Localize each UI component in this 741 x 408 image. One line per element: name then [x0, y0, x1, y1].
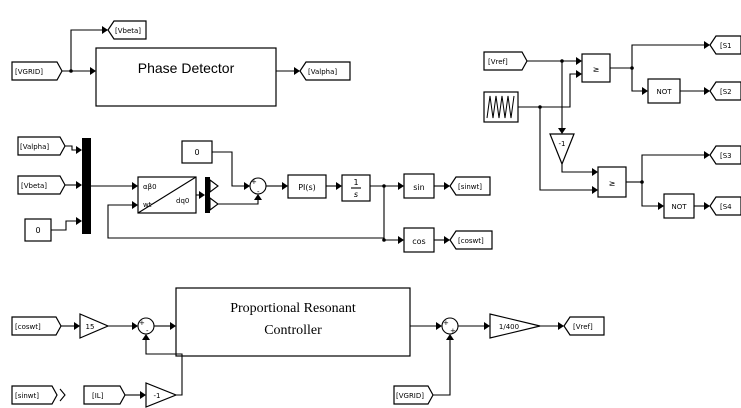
- il-from-label: [IL]: [92, 392, 104, 400]
- valpha-goto-tag[interactable]: [299, 61, 351, 81]
- compare2-label: ≥: [609, 179, 616, 188]
- s1-goto-tag[interactable]: [709, 35, 741, 55]
- sinwt-from-label: [sinwt]: [15, 392, 39, 400]
- vref-from-label: [Vref]: [488, 58, 508, 66]
- pll-sum-plus: +: [251, 178, 257, 186]
- gain-15-label: 15: [86, 323, 95, 331]
- vbeta-from-tag[interactable]: [17, 175, 66, 195]
- integrator-num: 1: [353, 178, 358, 187]
- transform-in-alphabeta: αβ0: [143, 183, 157, 191]
- pll-sum-minus: -: [257, 188, 260, 196]
- vref-goto-label: [Vref]: [573, 323, 593, 331]
- sinwt-from-tag[interactable]: [11, 385, 58, 405]
- valpha-goto-label: [Valpha]: [308, 68, 337, 76]
- coswt-from-tag[interactable]: [11, 316, 62, 336]
- gain-1-400-label: 1/400: [499, 323, 519, 331]
- pll-section: [Valpha] [Vbeta] 0 αβ0 wt dq0 0: [17, 136, 493, 253]
- pr-sum2-plus1: +: [443, 319, 449, 327]
- pr-controller-block[interactable]: [175, 287, 411, 357]
- demux-block[interactable]: [205, 177, 210, 213]
- pr-title-line1: Proportional Resonant: [230, 301, 356, 316]
- compare-block-2[interactable]: [597, 166, 627, 198]
- vgrid-from-tag-pr[interactable]: [393, 385, 434, 405]
- mux-block[interactable]: [82, 138, 91, 234]
- s4-label: [S4: [720, 203, 732, 211]
- pwm-section: [Vref] ≥ -1 ≥ NOT: [483, 35, 741, 219]
- s4-goto-tag[interactable]: [709, 196, 741, 216]
- integrator-den: s: [354, 190, 358, 199]
- compare1-label: ≥: [593, 65, 600, 74]
- neg-gain-block[interactable]: [549, 133, 575, 166]
- zero-constant-label: 0: [35, 226, 40, 235]
- phase-detector-title: Phase Detector: [138, 60, 235, 76]
- valpha-from-label: [Valpha]: [20, 143, 49, 151]
- not1-label: NOT: [656, 88, 672, 96]
- demux-out-d-icon: [209, 178, 219, 194]
- coswt-goto-tag[interactable]: [449, 230, 493, 250]
- valpha-from-tag[interactable]: [17, 136, 66, 156]
- vref-goto-tag[interactable]: [563, 316, 605, 336]
- il-from-tag[interactable]: [83, 385, 126, 405]
- sin-block[interactable]: [403, 173, 435, 199]
- vgrid-pr-label: [VGRID]: [396, 392, 424, 400]
- transform-in-wt: wt: [143, 201, 152, 209]
- transform-out-dq0: dq0: [176, 197, 189, 205]
- neg-gain-label: -1: [559, 140, 566, 148]
- pr-sum1-minus: -: [146, 327, 149, 335]
- demux-out-q-icon: [209, 196, 219, 212]
- compare-block-1[interactable]: [581, 53, 611, 83]
- vgrid-from-label: [VGRID]: [15, 68, 43, 76]
- ref-zero-constant-label: 0: [194, 148, 199, 157]
- cos-label: cos: [412, 237, 425, 246]
- s3-goto-tag[interactable]: [709, 145, 741, 165]
- vgrid-from-tag[interactable]: [11, 61, 63, 81]
- il-neg-gain-block[interactable]: [145, 382, 178, 408]
- pi-label: PI(s): [298, 183, 316, 192]
- vbeta-goto-tag[interactable]: [107, 20, 147, 40]
- gain-15-block[interactable]: [79, 313, 110, 339]
- sin-label: sin: [413, 183, 424, 192]
- s1-label: [S1: [720, 42, 732, 50]
- not-block-2[interactable]: [663, 193, 695, 219]
- pr-sum2-plus2: +: [450, 327, 456, 335]
- gain-1-400-block[interactable]: [489, 313, 541, 339]
- sinwt-goto-tag[interactable]: [449, 176, 491, 196]
- s3-label: [S3: [720, 152, 732, 160]
- triangle-wave-icon: [486, 95, 515, 119]
- pr-controller-section: [coswt] 15 + - Proportional Resonant Con…: [11, 287, 605, 408]
- vref-from-tag[interactable]: [483, 51, 528, 71]
- il-neg-gain-label: -1: [154, 392, 161, 400]
- pr-sum1-plus: +: [139, 319, 145, 327]
- phase-detector-block[interactable]: [95, 47, 277, 107]
- coswt-goto-label: [coswt]: [458, 237, 484, 245]
- coswt-from-label: [coswt]: [15, 323, 41, 331]
- pr-title-line2: Controller: [264, 323, 322, 338]
- s2-label: [S2: [720, 88, 732, 96]
- sinwt-goto-label: [sinwt]: [458, 183, 482, 191]
- vbeta-from-label: [Vbeta]: [21, 182, 47, 190]
- s2-goto-tag[interactable]: [709, 81, 741, 101]
- sinwt-unconnected-icon: [59, 388, 66, 402]
- not2-label: NOT: [671, 203, 687, 211]
- phase-detector-section: [VGRID] [Vbeta] Phase Detector [Valpha]: [11, 20, 351, 107]
- vbeta-goto-label: [Vbeta]: [115, 27, 141, 35]
